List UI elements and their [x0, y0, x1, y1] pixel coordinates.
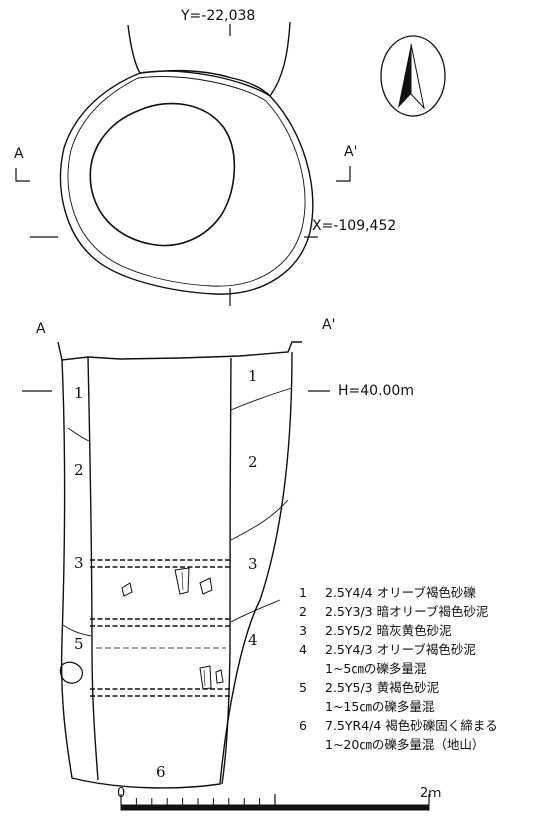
legend-item-note: 1~20㎝の礫多量混（地山）	[325, 737, 485, 752]
shaft-left-wall	[87, 356, 99, 781]
scale-bar	[120, 794, 430, 811]
layer-label: 2	[74, 461, 84, 479]
plan-view	[15, 21, 351, 306]
layer-label: 3	[248, 555, 258, 573]
scale-start-label: 0	[117, 786, 126, 801]
section-view	[22, 341, 330, 789]
adjacent-pit-outline	[127, 21, 291, 98]
layer-label: 6	[156, 763, 166, 781]
well-outer-outline	[59, 70, 314, 295]
legend-item-note: 1~15㎝の礫多量混	[325, 699, 435, 714]
layer-label: 5	[74, 635, 84, 653]
section-start-label: A	[36, 321, 46, 337]
legend-item-note: 1~5㎝の礫多量混	[325, 661, 427, 676]
shaft-right-wall	[221, 357, 232, 785]
elevation-label: H=40.00m	[338, 383, 414, 399]
plan-section-start-label: A	[14, 146, 24, 162]
scale-end-label: 2ｍ	[420, 786, 442, 801]
coord-x-label: X=-109,452	[312, 218, 397, 234]
layer-label: 3	[74, 554, 84, 572]
layer-label: 1	[248, 367, 258, 385]
north-arrow-icon	[380, 35, 446, 117]
plan-section-end-label: A'	[344, 144, 358, 160]
section-outer-outline	[60, 351, 293, 789]
layer-label: 2	[248, 453, 258, 471]
section-end-label: A'	[322, 317, 336, 333]
well-inner-bottom	[89, 102, 236, 247]
coord-y-label: Y=-22,038	[181, 8, 256, 24]
layer-label: 4	[248, 631, 258, 649]
well-ring-line	[67, 76, 306, 287]
layer-label: 1	[74, 384, 84, 402]
